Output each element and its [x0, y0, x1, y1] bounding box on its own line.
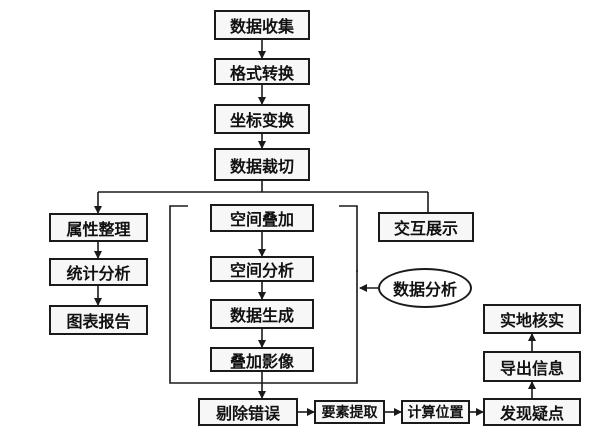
- node-format-conversion: 格式转换: [214, 58, 310, 85]
- node-field-verification: 实地核实: [483, 304, 581, 334]
- node-compute-position: 计算位置: [401, 400, 470, 424]
- node-overlay-imagery: 叠加影像: [210, 347, 314, 372]
- node-data-clipping: 数据裁切: [214, 148, 310, 181]
- node-spatial-overlay: 空间叠加: [210, 204, 314, 232]
- node-remove-errors: 剔除错误: [198, 398, 298, 426]
- node-data-collection: 数据收集: [214, 10, 310, 40]
- node-feature-extraction: 要素提取: [314, 400, 385, 424]
- node-statistical-analysis: 统计分析: [49, 258, 148, 286]
- node-export-info: 导出信息: [483, 351, 581, 382]
- node-data-generation: 数据生成: [210, 299, 314, 329]
- bracket-analysis-group: [169, 205, 358, 384]
- node-find-suspects: 发现疑点: [483, 398, 581, 426]
- node-interactive-display: 交互展示: [378, 212, 474, 242]
- node-data-analysis: 数据分析: [378, 268, 472, 308]
- node-attribute-organize: 属性整理: [49, 213, 148, 242]
- node-spatial-analysis: 空间分析: [210, 256, 314, 282]
- node-chart-report: 图表报告: [49, 305, 148, 335]
- node-coordinate-transform: 坐标变换: [214, 104, 310, 134]
